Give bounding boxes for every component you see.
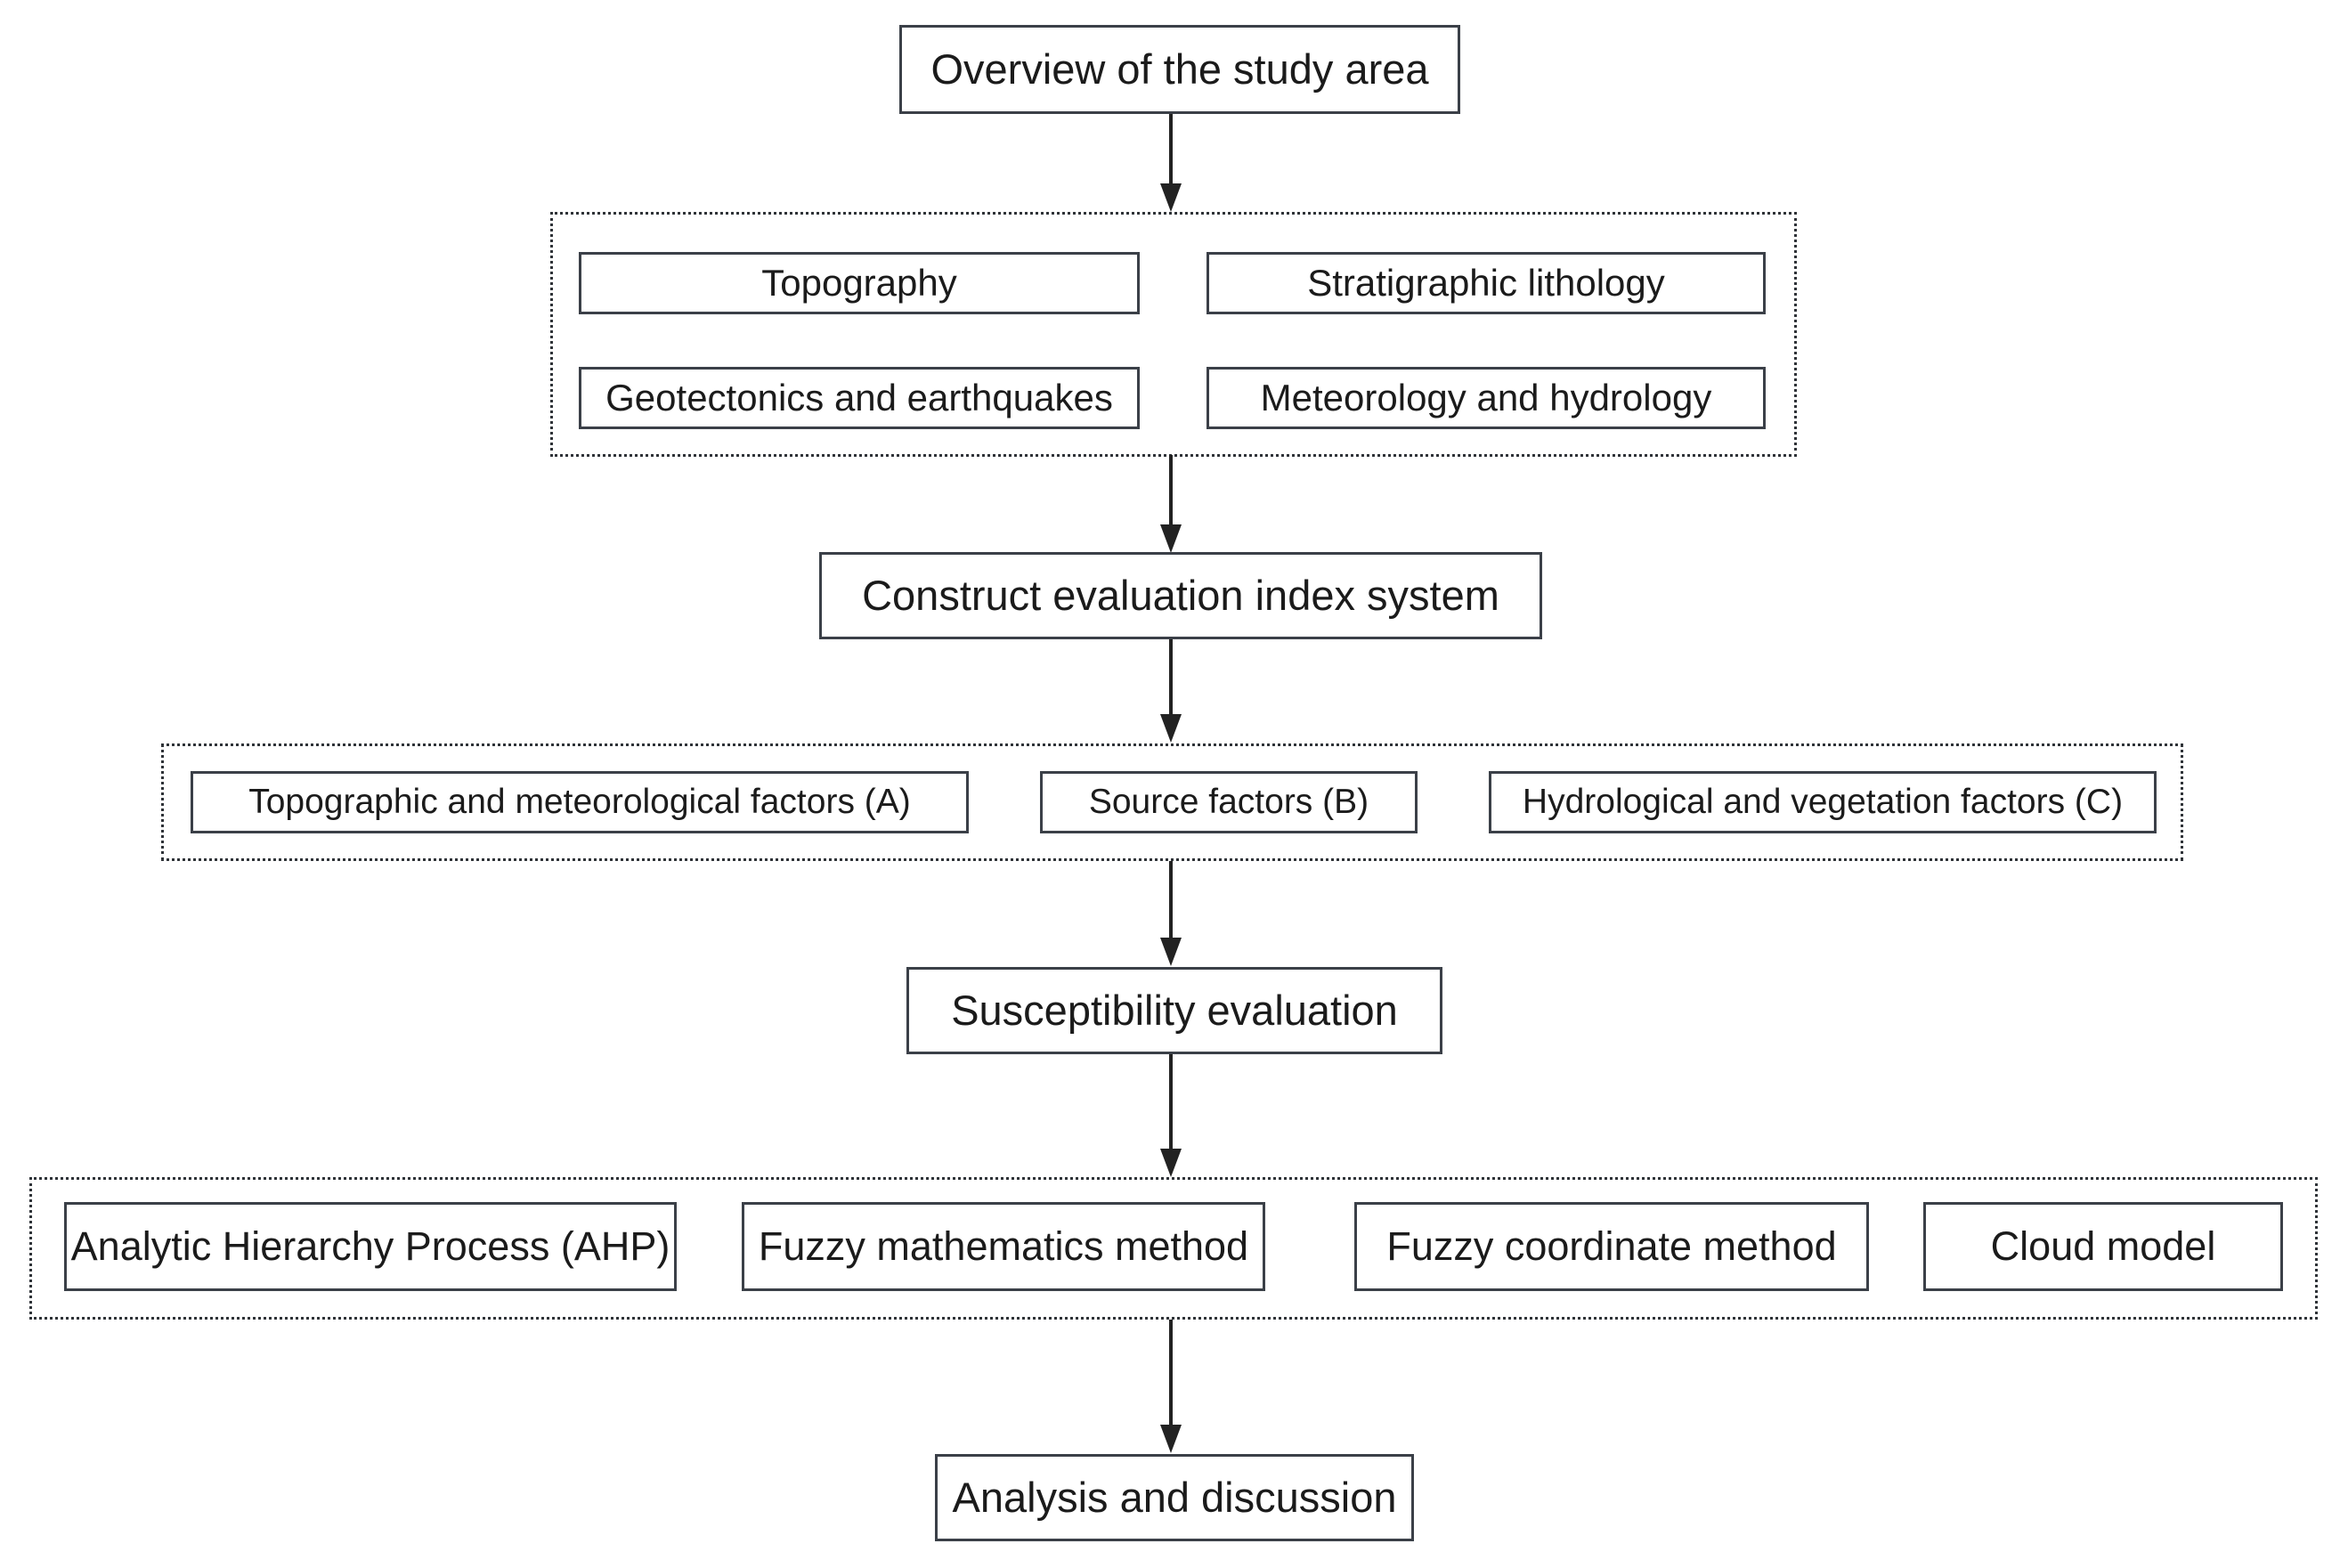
node-stratigraphic-lithology[interactable]: Stratigraphic lithology [1206,252,1766,314]
group-study-area-attributes [550,212,1797,457]
node-overview-label: Overview of the study area [930,45,1429,93]
arrow-factors-to-susceptibility [1158,861,1184,968]
arrow-susceptibility-to-methods [1158,1054,1184,1179]
group-evaluation-methods [29,1177,2318,1320]
node-topographic-and-meteorological-factors[interactable]: Topographic and meteorological factors (… [191,771,969,833]
node-ahp-label: Analytic Hierarchy Process (AHP) [70,1223,670,1270]
node-susceptibility-label: Susceptibility evaluation [951,987,1398,1035]
node-fuzzy-mathematics-label: Fuzzy mathematics method [758,1223,1249,1270]
node-topographic-meteorological-label: Topographic and meteorological factors (… [248,782,911,821]
node-topography-label: Topography [761,261,957,304]
node-analytic-hierarchy-process[interactable]: Analytic Hierarchy Process (AHP) [64,1202,677,1291]
node-source-factors[interactable]: Source factors (B) [1040,771,1418,833]
arrow-overview-to-study-area [1158,114,1184,214]
node-stratigraphic-lithology-label: Stratigraphic lithology [1307,261,1665,304]
node-hydrological-vegetation-label: Hydrological and vegetation factors (C) [1522,782,2124,821]
node-hydrological-and-vegetation-factors[interactable]: Hydrological and vegetation factors (C) [1489,771,2157,833]
node-overview-of-study-area[interactable]: Overview of the study area [899,25,1460,114]
arrow-study-area-to-construct [1158,455,1184,555]
group-evaluation-factors [161,743,2183,861]
node-geotectonics-and-earthquakes[interactable]: Geotectonics and earthquakes [579,367,1140,429]
node-susceptibility-evaluation[interactable]: Susceptibility evaluation [906,967,1442,1054]
node-topography[interactable]: Topography [579,252,1140,314]
node-fuzzy-coordinate-label: Fuzzy coordinate method [1386,1223,1837,1270]
node-source-factors-label: Source factors (B) [1088,782,1369,821]
node-analysis-and-discussion[interactable]: Analysis and discussion [935,1454,1414,1541]
node-fuzzy-coordinate-method[interactable]: Fuzzy coordinate method [1354,1202,1869,1291]
node-cloud-model-label: Cloud model [1990,1223,2216,1270]
arrow-construct-to-factors [1158,639,1184,744]
node-construct-label: Construct evaluation index system [862,572,1499,620]
node-meteorology-and-hydrology-label: Meteorology and hydrology [1260,376,1712,418]
node-cloud-model[interactable]: Cloud model [1923,1202,2283,1291]
node-geotectonics-and-earthquakes-label: Geotectonics and earthquakes [605,376,1113,418]
node-fuzzy-mathematics-method[interactable]: Fuzzy mathematics method [742,1202,1265,1291]
arrow-methods-to-analysis [1158,1320,1184,1455]
node-analysis-label: Analysis and discussion [952,1474,1397,1522]
node-meteorology-and-hydrology[interactable]: Meteorology and hydrology [1206,367,1766,429]
node-construct-evaluation-index-system[interactable]: Construct evaluation index system [819,552,1542,639]
